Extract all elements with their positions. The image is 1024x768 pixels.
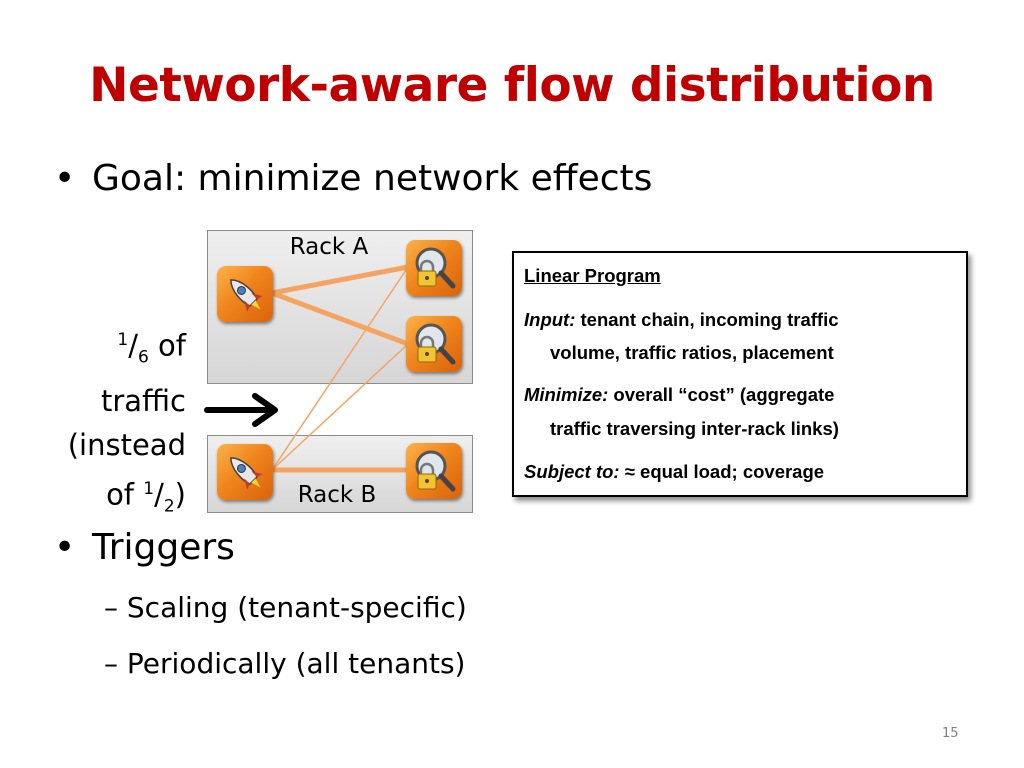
bullet-marker: • [54, 527, 76, 568]
bullet-triggers: • Triggers [54, 527, 235, 568]
sub-item-periodically: – Periodically (all tenants) [104, 647, 465, 680]
right-arrow-icon [204, 393, 278, 427]
lp-minimize-line2: traffic traversing inter-rack links) [550, 418, 839, 439]
sub-item-text: Scaling (tenant-specific) [126, 591, 467, 624]
rocket-icon [217, 444, 273, 500]
rocket-icon [217, 266, 273, 322]
slide-title: Network-aware flow distribution [89, 58, 935, 113]
lp-minimize-line1: Minimize: overall “cost” (aggregate [524, 384, 834, 406]
lp-title: Linear Program [524, 265, 661, 286]
traffic-note-line4: of 1/2) [106, 478, 186, 517]
lock-magnifier-icon [406, 443, 462, 499]
rack-a-label: Rack A [289, 234, 369, 260]
lp-input-label: Input: [524, 309, 576, 330]
sub-item-text: Periodically (all tenants) [126, 647, 466, 680]
lp-subject-label: Subject to: [524, 461, 620, 482]
lp-input-text: tenant chain, incoming traffic [580, 309, 839, 330]
lp-subject-text: ≈ equal load; coverage [624, 461, 825, 482]
rack-b-label: Rack B [297, 482, 377, 508]
bullet-goal-text: Goal: minimize network effects [92, 158, 653, 199]
traffic-note-line1: 1/6 of [117, 328, 186, 368]
lp-minimize-label: Minimize: [524, 384, 609, 405]
traffic-note: 1/6 of traffic (instead of 1/2) [30, 318, 186, 529]
bullet-goal: • Goal: minimize network effects [54, 158, 653, 199]
lp-input-line2: volume, traffic ratios, placement [550, 342, 834, 363]
traffic-note-line3: (instead [67, 428, 186, 463]
lp-subject-line: Subject to: ≈ equal load; coverage [524, 461, 824, 483]
lp-input-line1: Input: tenant chain, incoming traffic [524, 309, 839, 331]
bullet-marker: • [54, 158, 76, 199]
sub-item-dash: – [104, 591, 118, 624]
sub-item-dash: – [104, 647, 118, 680]
linear-program-box: Linear Program Input: tenant chain, inco… [512, 251, 968, 497]
page-number: 15 [942, 726, 959, 741]
traffic-note-line2: traffic [100, 384, 186, 419]
bullet-triggers-text: Triggers [92, 527, 235, 568]
sub-item-scaling: – Scaling (tenant-specific) [104, 591, 467, 624]
lock-magnifier-icon [406, 316, 462, 372]
lp-minimize-text: overall “cost” (aggregate [613, 384, 835, 405]
lock-magnifier-icon [406, 240, 462, 296]
